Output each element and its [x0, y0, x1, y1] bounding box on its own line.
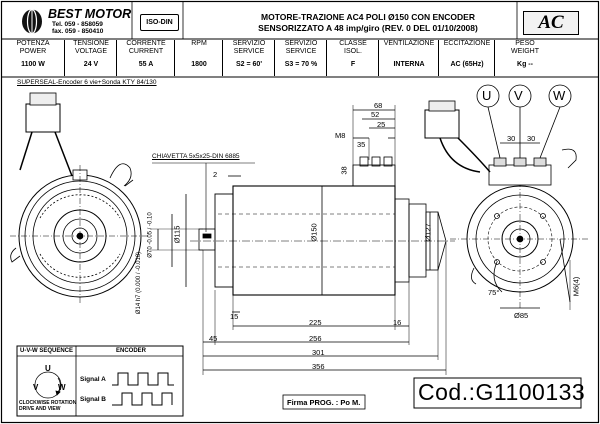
dim-356: 356 — [312, 362, 325, 371]
spec-label: CORRENTE CURRENT — [126, 40, 166, 55]
signal-a-label: Signal A — [80, 376, 106, 383]
spec-cell: CORRENTE CURRENT 55 A — [116, 40, 175, 76]
spec-label: SERVIZIO SERVICE — [232, 40, 266, 55]
dim-70: Ø70 -0.05 / -0.10 — [147, 212, 154, 258]
key-note: CHIAVETTA 5x5x25-DIN 6885 — [152, 153, 240, 160]
spec-cell: CLASSE ISOL. F — [326, 40, 379, 76]
spec-label: SERVIZIO SERVICE — [284, 40, 318, 55]
dim-68: 68 — [374, 101, 383, 110]
dim-150: Ø150 — [309, 223, 319, 242]
spec-label: VENTILAZIONE — [383, 40, 435, 47]
dim-45: 45 — [209, 334, 218, 343]
drawing-code: Cod.:G1100133 — [418, 379, 586, 405]
ac-badge: AC — [523, 11, 579, 35]
brand-logo-icon — [22, 8, 42, 35]
brand-logo — [20, 8, 44, 35]
dim-15: 15 — [230, 312, 239, 321]
spec-cell: SERVIZIO SERVICE S2 = 60' — [222, 40, 275, 76]
dim-35: 35 — [357, 140, 366, 149]
dim-30b: 30 — [527, 134, 536, 143]
brand-tel: Tel. 059 - 858059 — [52, 21, 103, 28]
iso-din-mark: ISO-DIN — [140, 14, 179, 31]
spec-cell: PESO WEIGHT Kg -- — [494, 40, 555, 76]
spec-label: PESO WEIGHT — [511, 40, 539, 55]
ac-badge-text: AC — [538, 12, 564, 33]
dim-30a: 30 — [507, 134, 516, 143]
spec-label: CLASSE ISOL. — [339, 40, 367, 55]
phase-w-label: W — [553, 88, 566, 103]
spec-cell: POTENZA POWER 1100 W — [2, 40, 64, 76]
spec-label: POTENZA POWER — [16, 40, 50, 55]
dim-256: 256 — [309, 334, 322, 343]
spec-value: S2 = 60' — [236, 61, 262, 68]
dim-301: 301 — [312, 348, 325, 357]
spec-value: 24 V — [83, 61, 99, 68]
spec-label: ECCITAZIONE — [443, 40, 491, 47]
signal-b-label: Signal B — [80, 396, 107, 403]
signature: Firma PROG. : Po M. — [287, 398, 361, 407]
dim-38: 38 — [339, 166, 349, 175]
drawing-title-line1: MOTORE-TRAZIONE AC4 POLI Ø150 CON ENCODE… — [261, 12, 475, 22]
phase-v-label: V — [514, 88, 523, 103]
dim-2: 2 — [213, 170, 218, 179]
dim-127: Ø127 — [423, 223, 433, 242]
uvw-u: U — [45, 364, 51, 373]
spec-value: S3 = 70 % — [284, 61, 318, 68]
uvw-v: V — [33, 383, 39, 392]
spec-value: INTERNA — [393, 61, 425, 68]
dim-m8: M8 — [335, 131, 346, 140]
dim-m6: M6(4) — [571, 276, 581, 297]
encoder-title: ENCODER — [116, 348, 147, 354]
dim-52: 52 — [371, 110, 380, 119]
drawing-title-line2: SENSORIZZATO A 48 imp/giro (REV. 0 DEL 0… — [258, 23, 478, 33]
dim-25: 25 — [377, 120, 386, 129]
phase-u-label: U — [482, 88, 492, 103]
spec-label: RPM — [191, 40, 207, 47]
dim-115: Ø115 — [172, 225, 182, 244]
spec-value: Kg -- — [517, 61, 533, 68]
uvw-w: W — [58, 383, 66, 392]
spec-value: 55 A — [138, 61, 154, 68]
brand-name: BEST MOTOR — [48, 7, 132, 21]
spec-value: F — [350, 61, 356, 68]
dim-16: 16 — [393, 318, 402, 327]
spec-cell: TENSIONE VOLTAGE 24 V — [64, 40, 117, 76]
uvw-sequence-title: U-V-W SEQUENCE — [20, 348, 74, 354]
dim-225: 225 — [309, 318, 322, 327]
spec-value: 1100 W — [21, 61, 45, 68]
dim-85: Ø85 — [514, 311, 529, 320]
spec-label: TENSIONE VOLTAGE — [73, 40, 109, 55]
spec-cell: SERVIZIO SERVICE S3 = 70 % — [274, 40, 327, 76]
spec-value: 1800 — [191, 61, 207, 68]
spec-cell: RPM 1800 — [174, 40, 223, 76]
dim-75deg: 75° — [488, 288, 500, 297]
dim-14: Ø14 h7 (0.000 / -0.018) — [136, 251, 143, 315]
spec-value: AC (65Hz) — [450, 61, 484, 68]
drawing-title: MOTORE-TRAZIONE AC4 POLI Ø150 CON ENCODE… — [218, 12, 518, 34]
brand-fax: fax. 059 - 850410 — [52, 28, 104, 35]
uvw-caption: CLOCKWISE ROTATION DRIVE AND VIEW — [19, 400, 77, 412]
connector-note: SUPERSEAL-Encoder 6 vie+Sonda KTY 84/130 — [17, 79, 157, 86]
spec-cell: VENTILAZIONE INTERNA — [378, 40, 439, 76]
spec-cell: ECCITAZIONE AC (65Hz) — [438, 40, 495, 76]
